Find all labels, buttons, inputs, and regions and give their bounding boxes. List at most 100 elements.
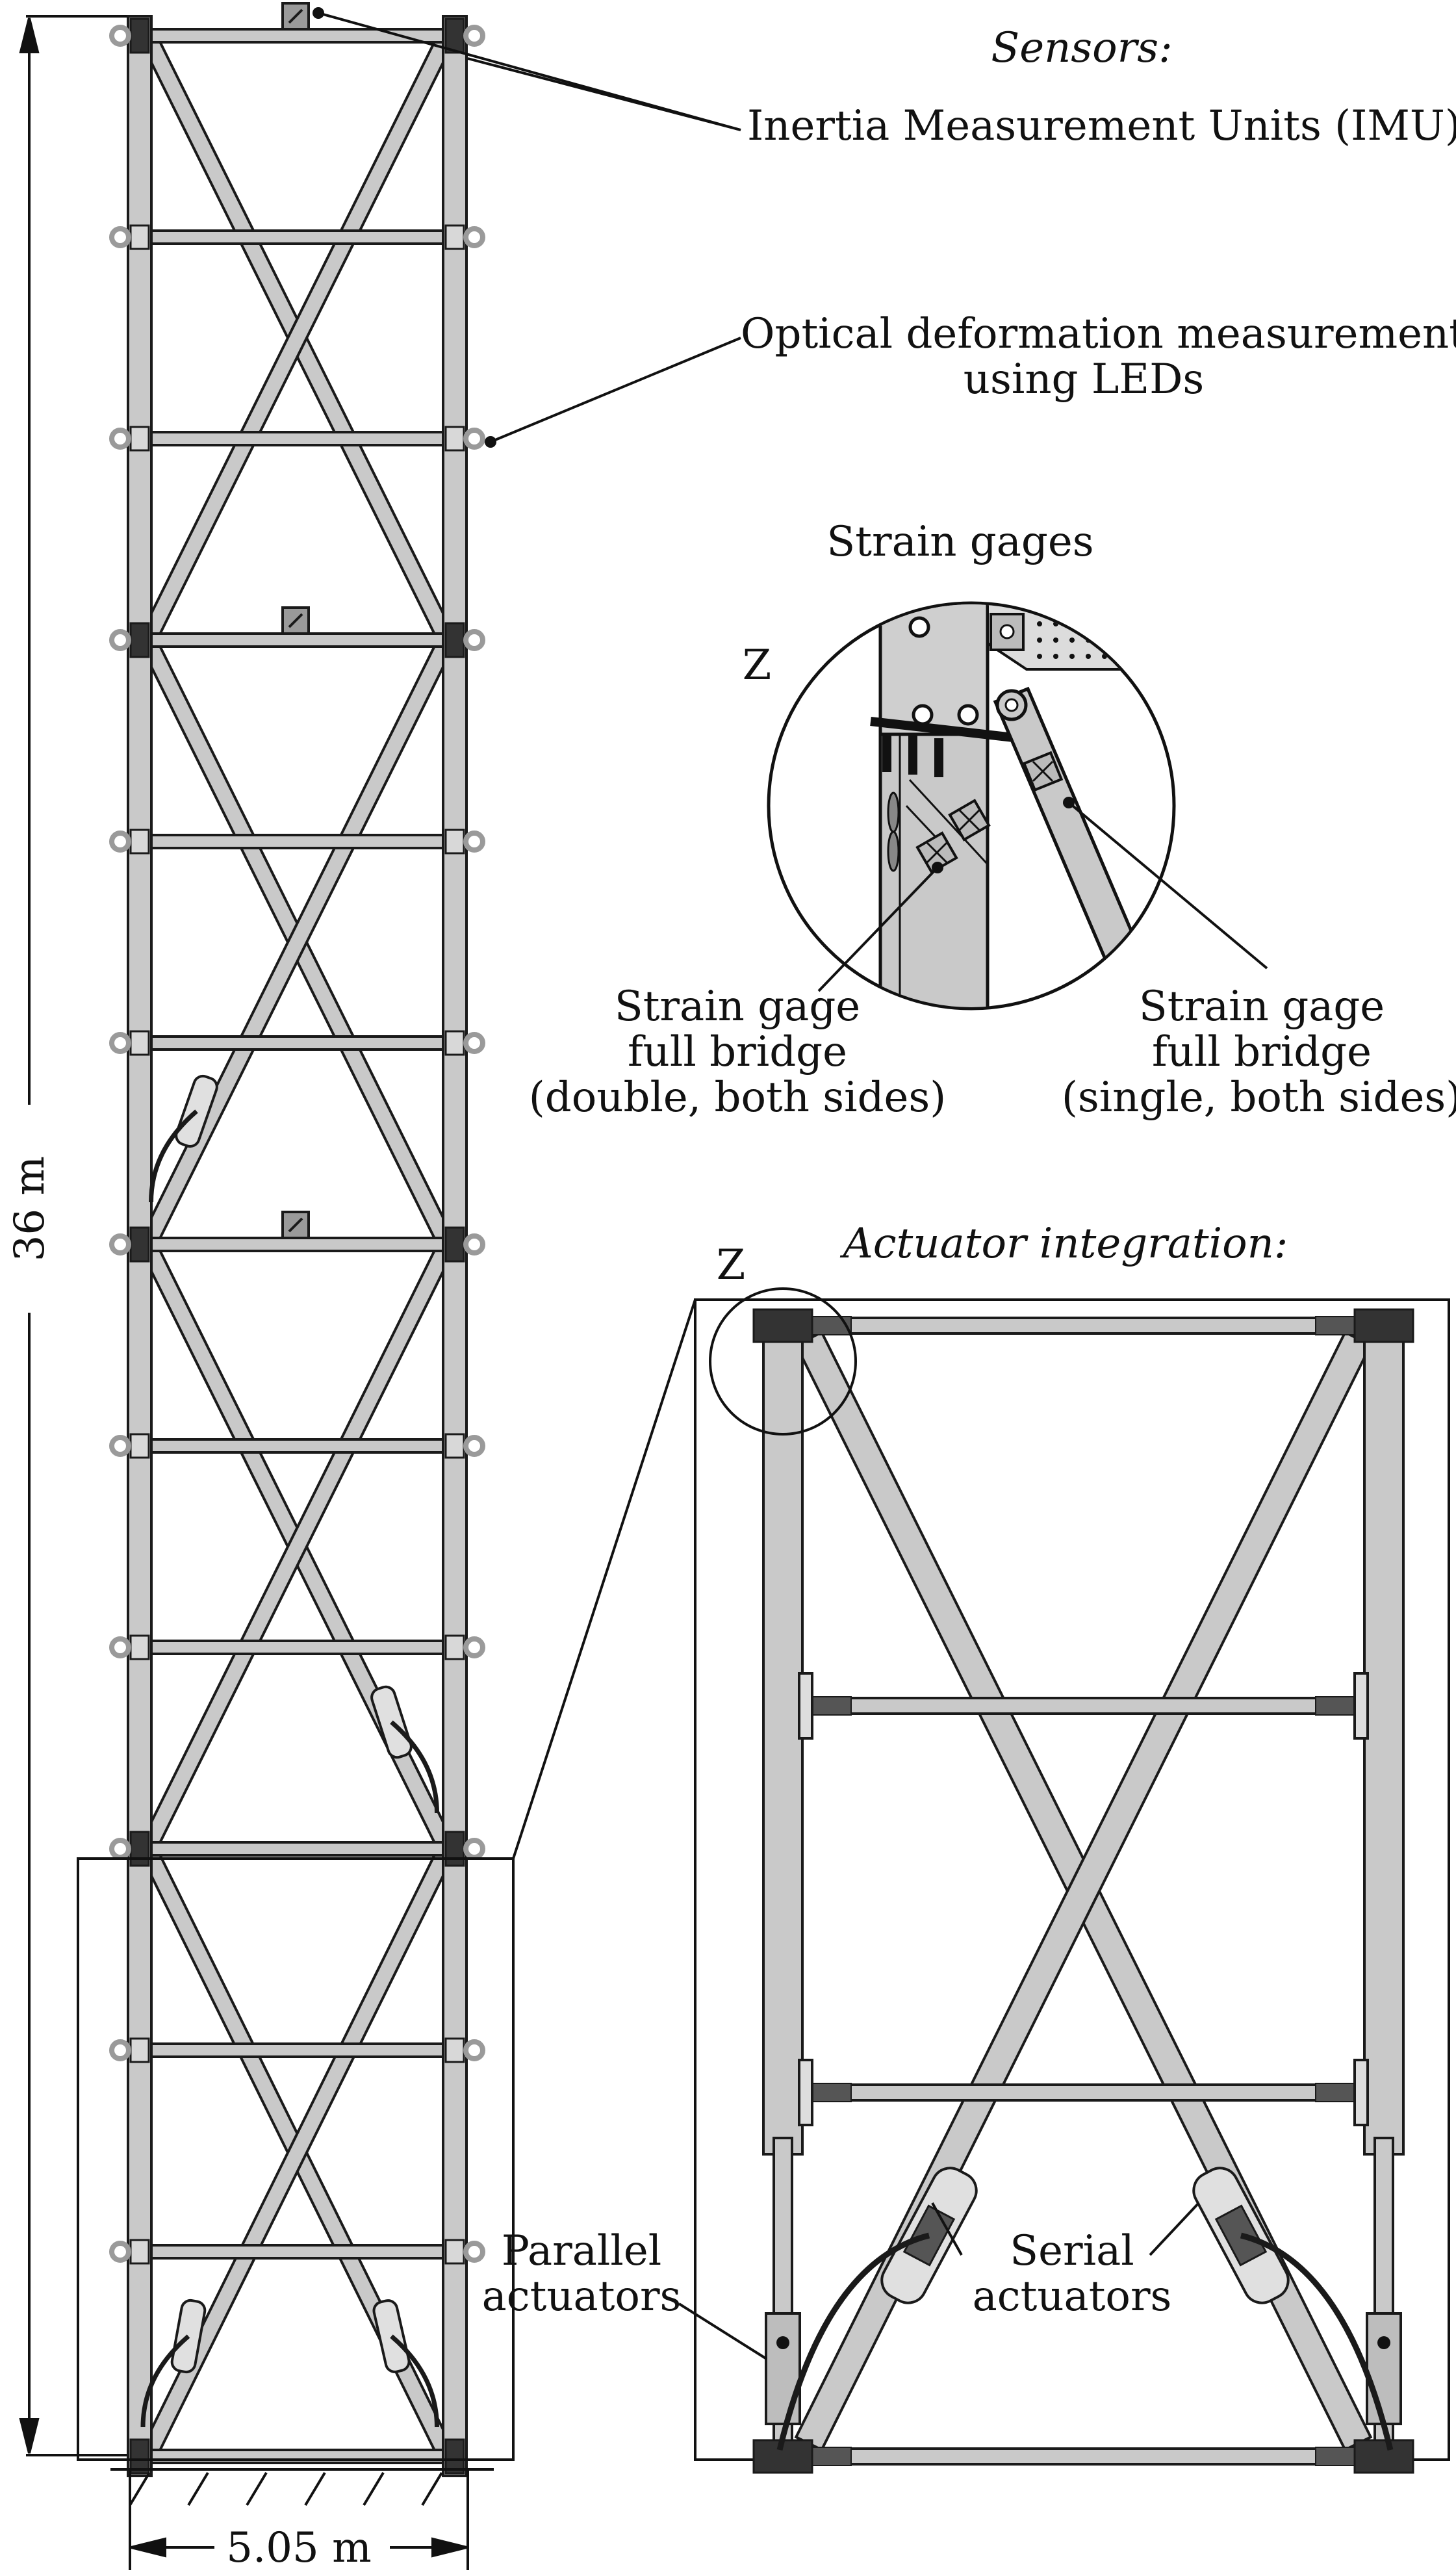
bolt-pattern bbox=[1315, 1316, 1362, 1335]
connection-plate bbox=[444, 1433, 465, 1459]
node-clamp bbox=[129, 1831, 150, 1867]
led-marker-icon bbox=[109, 2241, 131, 2263]
connection-plate bbox=[444, 829, 465, 855]
sensors-heading: Sensors: bbox=[991, 24, 1172, 72]
connection-plate bbox=[444, 426, 465, 452]
connection-plate bbox=[129, 1634, 150, 1660]
horizontal-strut bbox=[150, 2244, 444, 2260]
strain-gage-icon bbox=[915, 799, 991, 874]
connection-plate bbox=[798, 2059, 813, 2126]
detail-z-marker-label-top: Z bbox=[743, 641, 771, 689]
led-marker-icon bbox=[109, 1838, 131, 1860]
node-clamp bbox=[444, 1831, 465, 1867]
actuator-heading: Actuator integration: bbox=[840, 1220, 1288, 1268]
connection-plate bbox=[444, 2239, 465, 2265]
sg-double-line2: full bridge bbox=[628, 1028, 847, 1076]
sg-double-line1: Strain gage bbox=[615, 983, 860, 1031]
horizontal-strut bbox=[150, 632, 444, 648]
led-marker-icon bbox=[109, 831, 131, 853]
serial-actuator bbox=[1192, 2167, 1394, 2451]
column-right bbox=[1363, 1315, 1405, 2156]
node-clamp bbox=[1353, 1308, 1414, 1343]
led-marker-icon bbox=[109, 428, 131, 450]
horizontal-strut bbox=[801, 2083, 1366, 2102]
node-clamp bbox=[444, 2438, 465, 2475]
led-marker-icon bbox=[109, 25, 131, 47]
connection-plate bbox=[1353, 1672, 1369, 1740]
led-marker-icon bbox=[463, 1838, 485, 1860]
led-marker-icon bbox=[463, 2039, 485, 2061]
bolt-pattern bbox=[805, 2447, 852, 2466]
led-marker-icon bbox=[109, 1233, 131, 1256]
ground-hatch-icon bbox=[110, 2468, 494, 2506]
detail-z-marker-label-bottom: Z bbox=[717, 1241, 745, 1289]
node-clamp bbox=[129, 2438, 150, 2475]
parallel-actuators-line1: Parallel bbox=[502, 2227, 661, 2275]
connection-plate bbox=[129, 1030, 150, 1056]
led-marker-icon bbox=[109, 1435, 131, 1457]
serial-actuator bbox=[140, 2299, 207, 2428]
height-dimension-label: 36 m bbox=[6, 1156, 54, 1261]
horizontal-strut bbox=[150, 431, 444, 446]
imu-arrow bbox=[288, 613, 303, 628]
zoom-frame-small bbox=[77, 1857, 515, 2461]
strain-gage-icon bbox=[1022, 751, 1064, 792]
horizontal-strut bbox=[801, 1697, 1366, 1715]
connection-plate bbox=[129, 2239, 150, 2265]
node-clamp bbox=[129, 18, 150, 54]
led-marker-icon bbox=[463, 1636, 485, 1658]
imu-sensor-icon bbox=[281, 2, 310, 31]
led-marker-icon bbox=[109, 1032, 131, 1054]
connection-plate bbox=[444, 2037, 465, 2063]
horizontal-strut bbox=[801, 1317, 1366, 1335]
connection-plate bbox=[444, 1634, 465, 1660]
connection-plate bbox=[129, 426, 150, 452]
sg-double-line3: (double, both sides) bbox=[529, 1074, 946, 1122]
connection-plate bbox=[129, 224, 150, 250]
parallel-actuators-line2: actuators bbox=[482, 2273, 682, 2321]
imu-arrow bbox=[288, 1217, 303, 1233]
led-marker-icon bbox=[463, 2241, 485, 2263]
led-marker-icon bbox=[463, 1032, 485, 1054]
led-marker-icon bbox=[463, 226, 485, 248]
sg-single-line1: Strain gage bbox=[1139, 983, 1385, 1031]
horizontal-strut bbox=[150, 2042, 444, 2058]
leader-lines bbox=[318, 12, 1268, 2360]
column-left bbox=[762, 1315, 804, 2156]
parallel-actuator-body bbox=[765, 2312, 801, 2425]
node-clamp bbox=[129, 622, 150, 658]
connection-plate bbox=[1353, 2059, 1369, 2126]
parallel-actuator-body bbox=[1366, 2312, 1402, 2425]
led-marker-icon bbox=[109, 1636, 131, 1658]
horizontal-strut bbox=[150, 1841, 444, 1857]
node-clamp bbox=[444, 1226, 465, 1263]
node-clamp bbox=[444, 18, 465, 54]
horizontal-strut bbox=[150, 1237, 444, 1252]
serial-actuator bbox=[372, 2299, 439, 2428]
actuator-cable bbox=[390, 2334, 439, 2428]
connection-plate bbox=[444, 224, 465, 250]
imu-label: Inertia Measurement Units (IMU) bbox=[747, 102, 1456, 150]
actuator-pin bbox=[1377, 2336, 1390, 2349]
horizontal-strut bbox=[150, 1640, 444, 1655]
width-dimension-label: 5.05 m bbox=[226, 2524, 372, 2572]
led-marker-icon bbox=[463, 629, 485, 651]
serial-actuator bbox=[370, 1685, 439, 1814]
connection-plate bbox=[798, 1672, 813, 1740]
actuator-cable bbox=[776, 2232, 930, 2451]
serial-actuator bbox=[149, 1074, 218, 1203]
actuator-cable bbox=[1240, 2232, 1394, 2451]
strain-gage-detail bbox=[767, 601, 1176, 1011]
horizontal-strut bbox=[801, 2447, 1366, 2466]
strain-gages-heading: Strain gages bbox=[826, 518, 1093, 566]
led-marker-icon bbox=[463, 428, 485, 450]
horizontal-strut bbox=[150, 1438, 444, 1454]
detail-z-marker-circle bbox=[709, 1287, 857, 1436]
led-marker-icon bbox=[463, 1233, 485, 1256]
serial-actuators-line1: Serial bbox=[1010, 2227, 1134, 2275]
connection-plate bbox=[129, 1433, 150, 1459]
serial-actuators-line2: actuators bbox=[973, 2273, 1172, 2321]
width-dimension bbox=[129, 2469, 469, 2570]
actuator-integration-detail bbox=[752, 1308, 1414, 2474]
